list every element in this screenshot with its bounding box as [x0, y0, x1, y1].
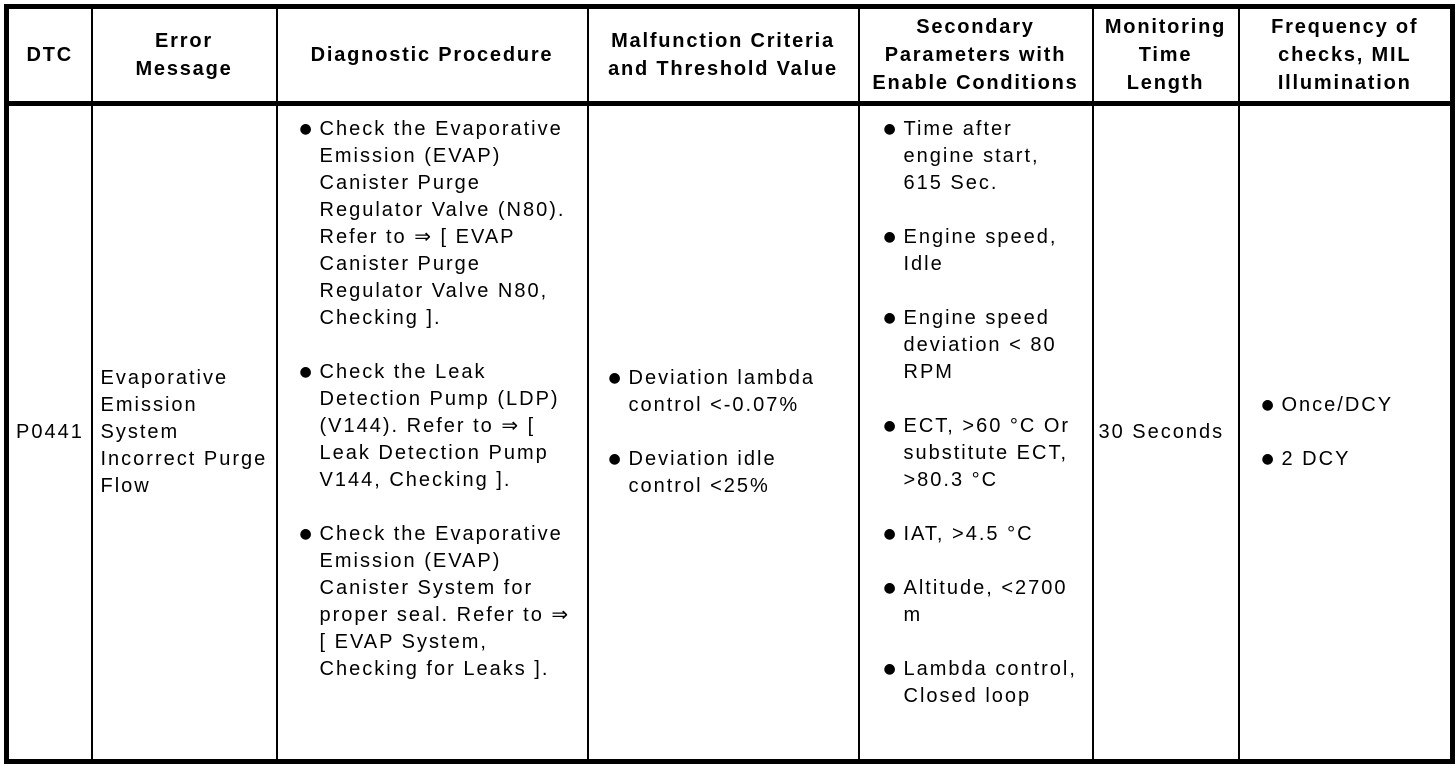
bullet-icon: ●	[608, 451, 621, 467]
list-item: ● Check the Evaporative Emission (EVAP) C…	[300, 116, 574, 332]
cell-monitoring-time: 30 Seconds	[1091, 102, 1240, 763]
list-item: ● Check the Leak Detection Pump (LDP) (V1…	[300, 359, 574, 494]
cell-dtc-code: P0441	[5, 102, 93, 763]
list-item: ● Deviation lambda control <-0.07%	[609, 365, 843, 419]
list-item-text: Once/DCY	[1281, 394, 1394, 416]
cell-diagnostic-procedure: ● Check the Evaporative Emission (EVAP) C…	[275, 102, 589, 763]
list-item-text: 2 DCY	[1281, 448, 1351, 470]
list-item-text: Check the Evaporative Emission (EVAP) Ca…	[319, 523, 571, 680]
list-item-text: Check the Leak Detection Pump (LDP) (V14…	[319, 361, 560, 491]
list-item-text: Check the Evaporative Emission (EVAP) Ca…	[319, 118, 566, 329]
col-header-secondary-parameters: Secondary Parameters with Enable Conditi…	[857, 5, 1094, 106]
bullet-icon: ●	[1261, 397, 1274, 413]
list-item: ● Deviation idle control <25%	[609, 446, 843, 500]
diagnostic-procedure-list: ● Check the Evaporative Emission (EVAP) C…	[300, 116, 574, 683]
col-header-monitoring-time: Monitoring Time Length	[1091, 5, 1240, 106]
bullet-icon: ●	[608, 370, 621, 386]
list-item-text: IAT, >4.5 °C	[903, 523, 1034, 545]
col-header-diagnostic-procedure: Diagnostic Procedure	[275, 5, 589, 106]
bullet-icon: ●	[883, 580, 896, 596]
list-item: ● Engine speed deviation < 80 RPM	[884, 305, 1080, 386]
cell-secondary-parameters: ● Time after engine start, 615 Sec. ● Engin…	[857, 102, 1094, 763]
bullet-icon: ●	[299, 364, 312, 380]
list-item: ● 2 DCY	[1262, 446, 1445, 473]
bullet-icon: ●	[883, 418, 896, 434]
list-item-text: Altitude, <2700 m	[903, 577, 1068, 626]
cell-frequency: ● Once/DCY ● 2 DCY	[1237, 102, 1454, 763]
dtc-table: DTC Error Message Diagnostic Procedure M…	[4, 4, 1455, 764]
list-item-text: Time after engine start, 615 Sec.	[903, 118, 1040, 194]
bullet-icon: ●	[883, 229, 896, 245]
col-header-frequency: Frequency of checks, MIL Illumination	[1237, 5, 1454, 106]
list-item-text: Engine speed, Idle	[903, 226, 1058, 275]
list-item: ● Lambda control, Closed loop	[884, 656, 1080, 710]
table-row: P0441 Evaporative Emission System Incorr…	[5, 102, 1454, 763]
list-item: ● Engine speed, Idle	[884, 224, 1080, 278]
list-item: ● Altitude, <2700 m	[884, 575, 1080, 629]
cell-error-message: Evaporative Emission System Incorrect Pu…	[90, 102, 278, 763]
bullet-icon: ●	[883, 661, 896, 677]
secondary-parameters-list: ● Time after engine start, 615 Sec. ● Engin…	[884, 116, 1080, 710]
bullet-icon: ●	[883, 526, 896, 542]
bullet-icon: ●	[1261, 451, 1274, 467]
list-item-text: Engine speed deviation < 80 RPM	[903, 307, 1057, 383]
list-item-text: Deviation idle control <25%	[628, 448, 777, 497]
list-item-text: Lambda control, Closed loop	[903, 658, 1077, 707]
frequency-list: ● Once/DCY ● 2 DCY	[1262, 392, 1445, 473]
list-item: ● ECT, >60 °C Or substitute ECT, >80.3 °C	[884, 413, 1080, 494]
header-row: DTC Error Message Diagnostic Procedure M…	[5, 5, 1454, 106]
list-item: ● IAT, >4.5 °C	[884, 521, 1080, 548]
col-header-malfunction-criteria: Malfunction Criteria and Threshold Value	[586, 5, 860, 106]
list-item-text: Deviation lambda control <-0.07%	[628, 367, 816, 416]
bullet-icon: ●	[299, 121, 312, 137]
bullet-icon: ●	[883, 310, 896, 326]
col-header-error-message: Error Message	[90, 5, 278, 106]
bullet-icon: ●	[883, 121, 896, 137]
cell-malfunction-criteria: ● Deviation lambda control <-0.07% ● Deviat…	[586, 102, 860, 763]
list-item: ● Time after engine start, 615 Sec.	[884, 116, 1080, 197]
bullet-icon: ●	[299, 526, 312, 542]
list-item: ● Once/DCY	[1262, 392, 1445, 419]
col-header-dtc: DTC	[5, 5, 93, 106]
list-item: ● Check the Evaporative Emission (EVAP) C…	[300, 521, 574, 683]
malfunction-criteria-list: ● Deviation lambda control <-0.07% ● Deviat…	[609, 365, 843, 500]
list-item-text: ECT, >60 °C Or substitute ECT, >80.3 °C	[903, 415, 1071, 491]
